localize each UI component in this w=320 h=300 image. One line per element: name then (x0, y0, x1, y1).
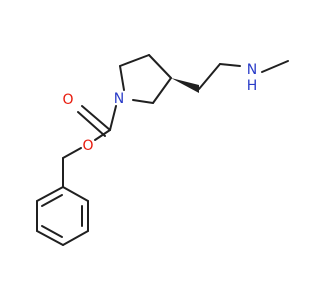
carbonyl-oxygen-label: O (62, 92, 73, 108)
pyrrolidine-bond (152, 77, 172, 104)
benzene-bond (36, 186, 64, 202)
wedge-bond (171, 78, 199, 93)
bond-layer (36, 54, 289, 246)
carbamate-bond (109, 105, 117, 131)
ester-bond (62, 147, 82, 159)
molecule-diagram: O O N N H (36, 54, 289, 246)
atom-label-layer: O O N N H (62, 62, 257, 154)
chain-bond (198, 63, 221, 90)
pyrrolidine-bond (132, 99, 154, 104)
ester-oxygen-label: O (82, 138, 93, 154)
benzene-bond (62, 186, 89, 202)
benzene-bond (62, 230, 89, 246)
benzene-double-bond (41, 194, 63, 207)
chain-bond (261, 60, 289, 73)
carbonyl-bond (81, 105, 111, 131)
benzene-bond (36, 230, 64, 246)
benzene-double-bond (41, 225, 63, 238)
chain-bond (219, 63, 241, 67)
amine-nitrogen-label: N (247, 62, 257, 78)
pyrrolidine-bond (119, 54, 150, 67)
carbonyl-bond (77, 111, 106, 137)
amine-hydrogen-label: H (247, 78, 258, 94)
pyrrolidine-bond (119, 65, 125, 91)
ring-nitrogen-label: N (114, 91, 124, 107)
pyrrolidine-bond (148, 54, 172, 79)
